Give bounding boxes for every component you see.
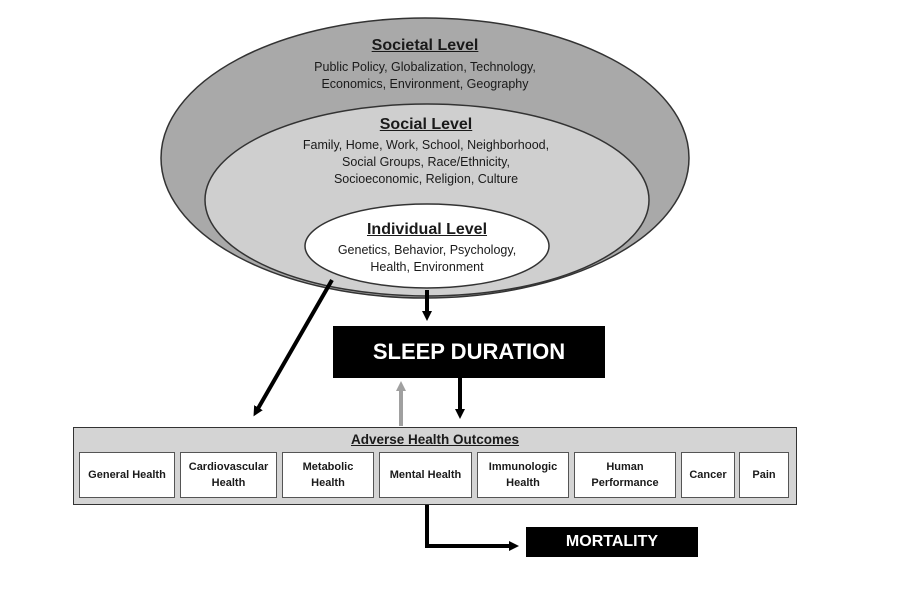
outcome-label: Cardiovascular: [188, 461, 269, 473]
social-level-title: Social Level: [379, 116, 473, 133]
arrow-individual-to-outcomes: [253, 279, 334, 417]
outcome-cancer: Cancer: [681, 452, 735, 498]
arrow-outcomes-to-mortality: [425, 505, 519, 551]
outcome-label: Health: [311, 477, 345, 489]
mortality-box: MORTALITY: [526, 527, 698, 557]
outcome-general-health: General Health: [79, 452, 175, 498]
outcome-label: General Health: [88, 469, 166, 481]
outcome-label: Immunologic: [488, 461, 558, 473]
sleep-duration-box: SLEEP DURATION: [333, 326, 605, 378]
outcome-label: Mental Health: [389, 469, 462, 481]
social-level-description: Family, Home, Work, School, Neighborhood…: [266, 137, 586, 188]
outcome-label: Performance: [591, 477, 659, 489]
individual-level-ellipse: [304, 203, 550, 289]
societal-level-description: Public Policy, Globalization, Technology…: [275, 59, 575, 93]
outcome-label: Human: [606, 461, 644, 473]
societal-line-1: Public Policy, Globalization, Technology…: [314, 60, 536, 74]
societal-level-title: Societal Level: [371, 37, 479, 54]
individual-line-1: Genetics, Behavior, Psychology,: [337, 243, 517, 257]
outcome-label: Health: [211, 477, 246, 489]
outcome-mental-health: Mental Health: [379, 452, 472, 498]
outcome-label: Pain: [752, 469, 776, 481]
individual-line-2: Health, Environment: [370, 260, 484, 274]
adverse-health-outcomes-title: Adverse Health Outcomes: [350, 432, 520, 447]
social-line-1: Family, Home, Work, School, Neighborhood…: [302, 138, 550, 152]
societal-line-2: Economics, Environment, Geography: [321, 77, 529, 91]
adverse-health-outcomes-panel: Adverse Health Outcomes General Health C…: [73, 427, 797, 505]
individual-level-title: Individual Level: [366, 221, 488, 238]
individual-level-description: Genetics, Behavior, Psychology, Health, …: [317, 242, 537, 276]
social-line-2: Social Groups, Race/Ethnicity,: [342, 155, 510, 169]
outcome-label: Cancer: [689, 469, 727, 481]
outcome-label: Health: [506, 477, 540, 489]
outcome-pain: Pain: [739, 452, 789, 498]
social-line-3: Socioeconomic, Religion, Culture: [333, 172, 519, 186]
outcome-label: Metabolic: [302, 461, 354, 473]
